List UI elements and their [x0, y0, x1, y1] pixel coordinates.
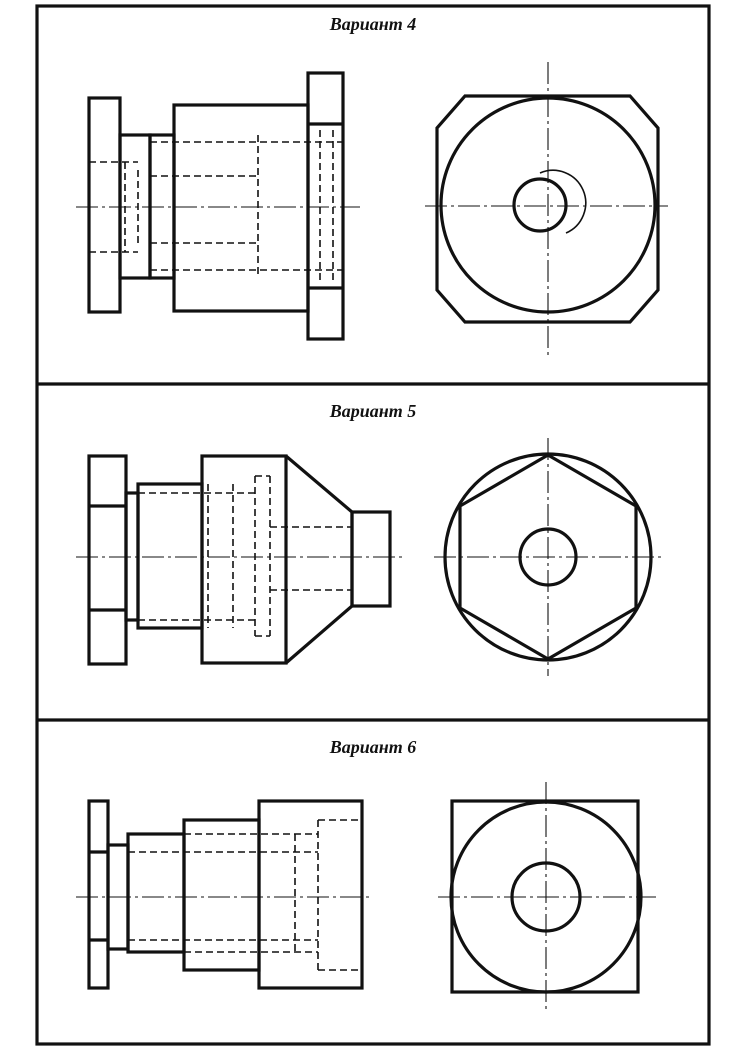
variant-5-front-view: [76, 454, 402, 666]
variant-6-header: Вариант 6: [37, 737, 709, 763]
variant-5-hexagon: [458, 453, 638, 661]
variant-5-title: Вариант 5: [329, 401, 417, 421]
variant-6-side-view: [438, 782, 656, 1012]
variant-4-title: Вариант 4: [329, 14, 417, 34]
variant-4-front-view: [76, 71, 360, 341]
variant-5-header: Вариант 5: [37, 401, 709, 427]
variant-6-front-view: [76, 799, 372, 990]
variant-4-side-view: [425, 62, 668, 356]
sheet-frame: [35, 4, 711, 1046]
variant-4-header: Вариант 4: [37, 14, 709, 40]
variant-6-title: Вариант 6: [329, 737, 417, 757]
variant-4-thread-arc: [539, 169, 587, 234]
variant-5-side-view: [434, 438, 664, 676]
variant-4-outer-contour: [435, 94, 660, 324]
variant-4-bore-circle: [512, 177, 568, 233]
